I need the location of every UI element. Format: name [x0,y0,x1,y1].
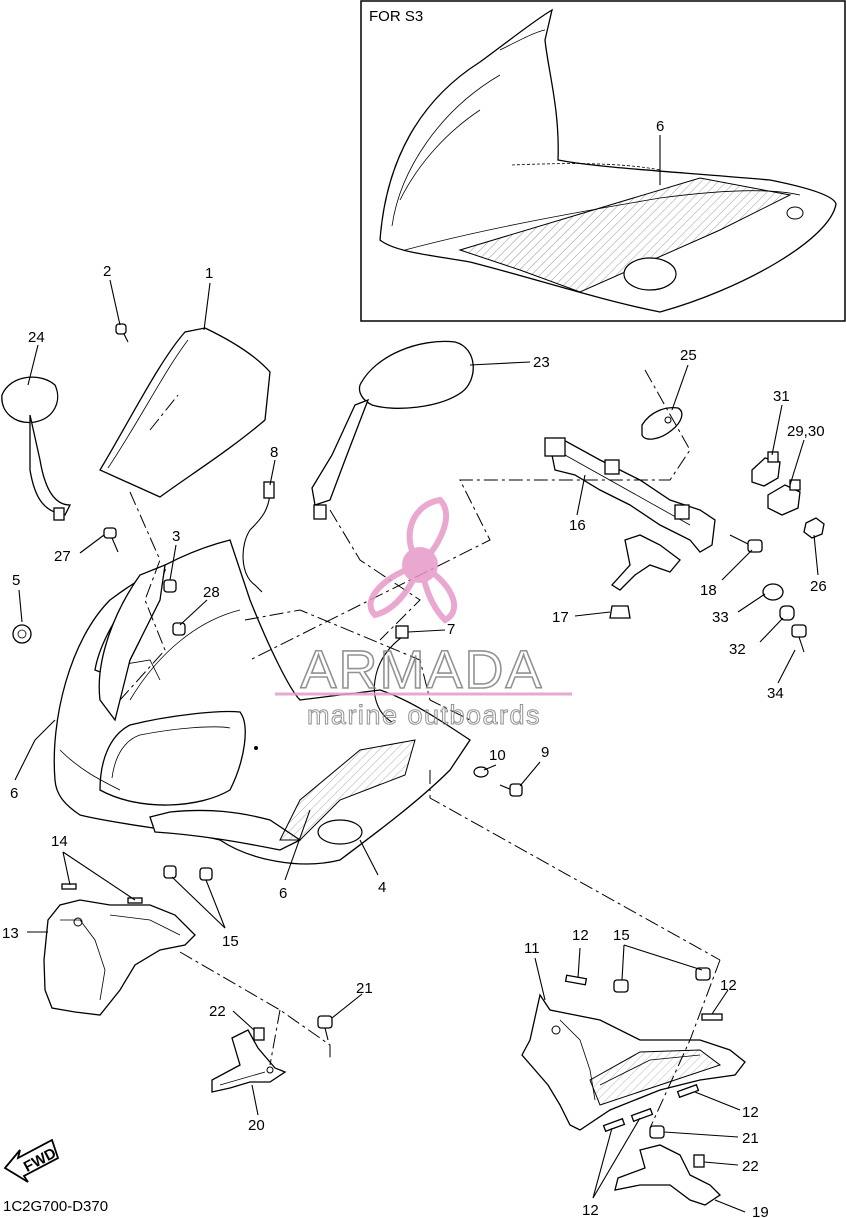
callout-8: 8 [270,444,278,461]
screws-15-right [613,967,711,993]
screw-21-left [317,1015,333,1041]
cowling-stay [544,437,716,591]
callout-5: 5 [12,572,20,589]
screw-2 [115,323,129,343]
callout-28: 28 [203,584,220,601]
clip-31 [751,451,781,487]
callout-6-inset: 6 [656,118,664,135]
right-side-cover [521,993,746,1131]
wire-leads [242,481,409,723]
callout-15-left: 15 [222,933,239,950]
callout-12-b: 12 [720,977,737,994]
callout-19: 19 [752,1204,769,1218]
bolt-34 [791,624,807,653]
callout-16: 16 [569,517,586,534]
callout-10: 10 [489,747,506,764]
callout-7: 7 [447,621,455,638]
screws-15-left [163,865,213,881]
grommet-28 [172,622,186,636]
screw-9 [499,783,523,797]
callout-33: 33 [712,609,729,626]
inset-panel: FOR S3 [360,0,846,322]
washer-10 [473,766,489,778]
callout-22-right: 22 [742,1158,759,1175]
callout-20: 20 [248,1117,265,1134]
leader-lines [14,135,819,1213]
damper-33 [762,583,784,601]
callout-13: 13 [2,925,19,942]
inner-panel [98,563,166,722]
callout-14: 14 [51,833,68,850]
callout-18: 18 [700,582,717,599]
callout-31: 31 [773,388,790,405]
center-lines [119,369,721,1129]
callout-1: 1 [205,265,213,282]
callout-17: 17 [552,609,569,626]
callout-2: 2 [103,263,111,280]
fwd-arrow: FWD [3,1138,59,1183]
callout-6-left: 6 [10,785,18,802]
callout-21-right: 21 [742,1130,759,1147]
nut-26 [803,517,825,539]
callout-26: 26 [810,578,827,595]
watermark: ARMADA marine outboards [275,496,572,731]
callout-4: 4 [378,879,386,896]
callout-11: 11 [524,940,540,957]
diagram-code: 1C2G700-D370 [3,1198,108,1215]
upper-cowling [53,539,471,865]
bracket-20 [211,1027,287,1093]
callout-25: 25 [680,347,697,364]
watermark-tagline: marine outboards [307,700,541,730]
callout-12-d: 12 [582,1202,599,1218]
propeller-logo [367,496,458,624]
callout-22-left: 22 [209,1003,226,1020]
stay-plate [641,406,683,440]
grommet-3 [163,579,177,593]
bolt-18 [729,534,763,553]
bracket-19 [614,1125,722,1206]
watermark-brand: ARMADA [300,640,543,700]
windscreen [99,327,271,498]
nut-29-30 [767,479,801,516]
callout-32: 32 [729,641,746,658]
callout-29-30: 29,30 [787,423,825,440]
callout-9: 9 [541,744,549,761]
right-mirror [311,340,474,520]
collar-32 [779,605,795,621]
callout-34: 34 [767,685,784,702]
left-side-cover [43,883,196,1016]
screw-27 [103,527,119,553]
callout-24: 24 [28,329,45,346]
callout-23: 23 [533,354,550,371]
callout-21-left: 21 [356,980,373,997]
callout-12-a: 12 [572,927,589,944]
grommet-17 [609,605,631,619]
washer-5 [12,624,32,644]
inset-label: FOR S3 [369,8,423,25]
callout-27: 27 [54,548,71,565]
left-mirror [1,376,72,521]
callout-3: 3 [172,528,180,545]
callout-labels: 6 1 2 24 23 25 31 29,30 8 3 27 16 18 26 … [2,118,827,1218]
callout-6-lower: 6 [279,885,287,902]
callout-15-right: 15 [613,927,630,944]
callout-12-c: 12 [742,1104,759,1121]
